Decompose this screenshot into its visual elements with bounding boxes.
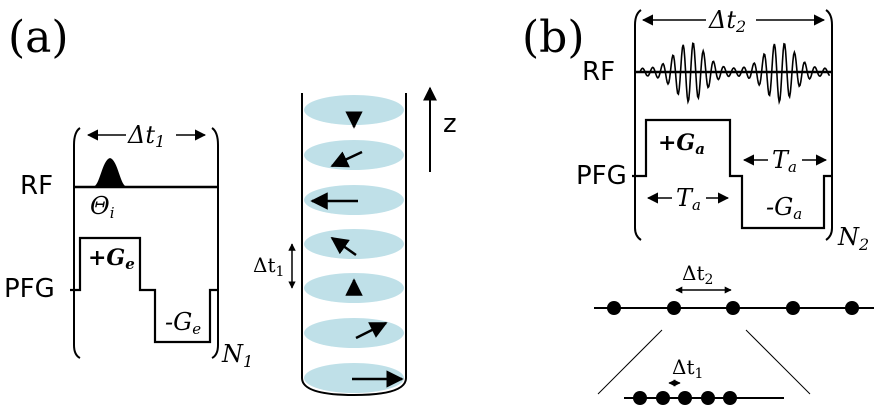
svg-text:N2: N2	[837, 223, 869, 254]
dot-top-2	[667, 301, 681, 315]
svg-text:Ta: Ta	[676, 184, 701, 214]
slice-4	[304, 229, 404, 259]
minus-ge-sub: e	[192, 320, 201, 338]
panel-a: (a) Δt1 RF Θi PFG +Ge -Ge N1	[4, 12, 253, 371]
pfg-waveform-b	[632, 118, 832, 230]
minus-ga-sub: a	[793, 205, 802, 223]
panel-a-rf-label: RF	[20, 171, 53, 201]
delta-t1-label: Δt	[127, 121, 155, 149]
plus-ge-sub: e	[125, 255, 135, 273]
n1-label: N	[221, 340, 244, 368]
dots-bottom-sub: 1	[694, 366, 703, 382]
dot-top-4	[786, 301, 800, 315]
plus-ga-label: +G	[658, 130, 695, 156]
svg-text:Δt2: Δt2	[682, 261, 713, 288]
ta-sub-right: a	[788, 158, 797, 176]
dot-top-5	[845, 301, 859, 315]
pfg-waveform-a	[70, 236, 218, 344]
zoom-line-left	[597, 329, 663, 395]
plus-ge-label: +G	[88, 245, 125, 271]
dot-bottom-2	[656, 391, 670, 405]
slice-spacing-sub: 1	[275, 264, 284, 280]
n2-sub: 2	[858, 235, 869, 254]
slice-6	[304, 318, 404, 348]
dot-bottom-5	[723, 391, 737, 405]
dot-bottom-1	[633, 391, 647, 405]
panel-a-right-bracket	[211, 127, 219, 359]
dots-bottom-label: Δt	[672, 355, 694, 379]
pulse-theta-label: Θ	[90, 192, 110, 220]
svg-text:Δt1: Δt1	[672, 355, 703, 382]
sample-tube: z Δt1	[253, 86, 457, 397]
panel-b-rf-label: RF	[582, 57, 615, 87]
svg-text:+Ge: +Ge	[88, 245, 135, 273]
spin-arrow-6	[355, 321, 388, 340]
panel-b-label: (b)	[522, 12, 585, 63]
plus-ga-sub: a	[695, 140, 705, 158]
svg-text:-Ge: -Ge	[165, 308, 201, 338]
ta-sub-left: a	[692, 196, 701, 214]
svg-text:N1: N1	[221, 340, 253, 371]
minus-ge-label: -G	[165, 308, 192, 336]
minus-ga-label: -G	[766, 193, 793, 221]
slice-1	[304, 95, 404, 125]
panel-a-pfg-label: PFG	[4, 274, 55, 304]
rf-pulse-shape	[93, 158, 127, 187]
tube-slices	[304, 95, 404, 393]
rf-waveform-b	[639, 42, 831, 105]
svg-text:Δt1: Δt1	[127, 121, 165, 151]
panel-a-left-bracket	[73, 127, 81, 359]
panel-b-pfg-label: PFG	[576, 161, 627, 191]
panel-a-label: (a)	[8, 12, 69, 63]
delta-t2-sub: 2	[735, 17, 746, 36]
dot-top-3	[726, 301, 740, 315]
svg-text:Ta: Ta	[772, 146, 797, 176]
svg-text:Θi: Θi	[90, 192, 115, 222]
delta-t1-sub: 1	[155, 132, 165, 151]
dots-top-label: Δt	[682, 261, 704, 285]
panel-b: (b) Δt2 RF PFG +Ga -Ga Ta Ta	[522, 5, 874, 405]
spin-arrow-4	[330, 236, 357, 257]
spin-arrow-2	[330, 150, 363, 168]
dot-bottom-4	[701, 391, 715, 405]
panel-b-left-bracket	[634, 9, 642, 241]
ta-label-right: T	[772, 146, 790, 174]
z-axis-label: z	[443, 109, 457, 139]
panel-b-right-bracket	[825, 9, 833, 241]
magnetization-arrows	[310, 111, 404, 388]
dot-top-1	[607, 301, 621, 315]
svg-text:+Ga: +Ga	[658, 130, 705, 158]
n2-label: N	[837, 223, 860, 251]
svg-text:Δt1: Δt1	[253, 253, 284, 280]
svg-text:-Ga: -Ga	[766, 193, 802, 223]
ta-label-left: T	[676, 184, 694, 212]
pulse-theta-sub: i	[110, 204, 115, 222]
dot-bottom-3	[678, 391, 692, 405]
zoom-line-right	[745, 329, 811, 395]
n1-sub: 1	[243, 352, 253, 371]
delta-t2-label: Δt	[708, 6, 736, 34]
slice-spacing-label: Δt	[253, 253, 275, 277]
spacing-diagram: Δt2 Δt1	[594, 261, 874, 405]
svg-text:Δt2: Δt2	[708, 6, 746, 36]
dots-top-sub: 2	[704, 272, 713, 288]
